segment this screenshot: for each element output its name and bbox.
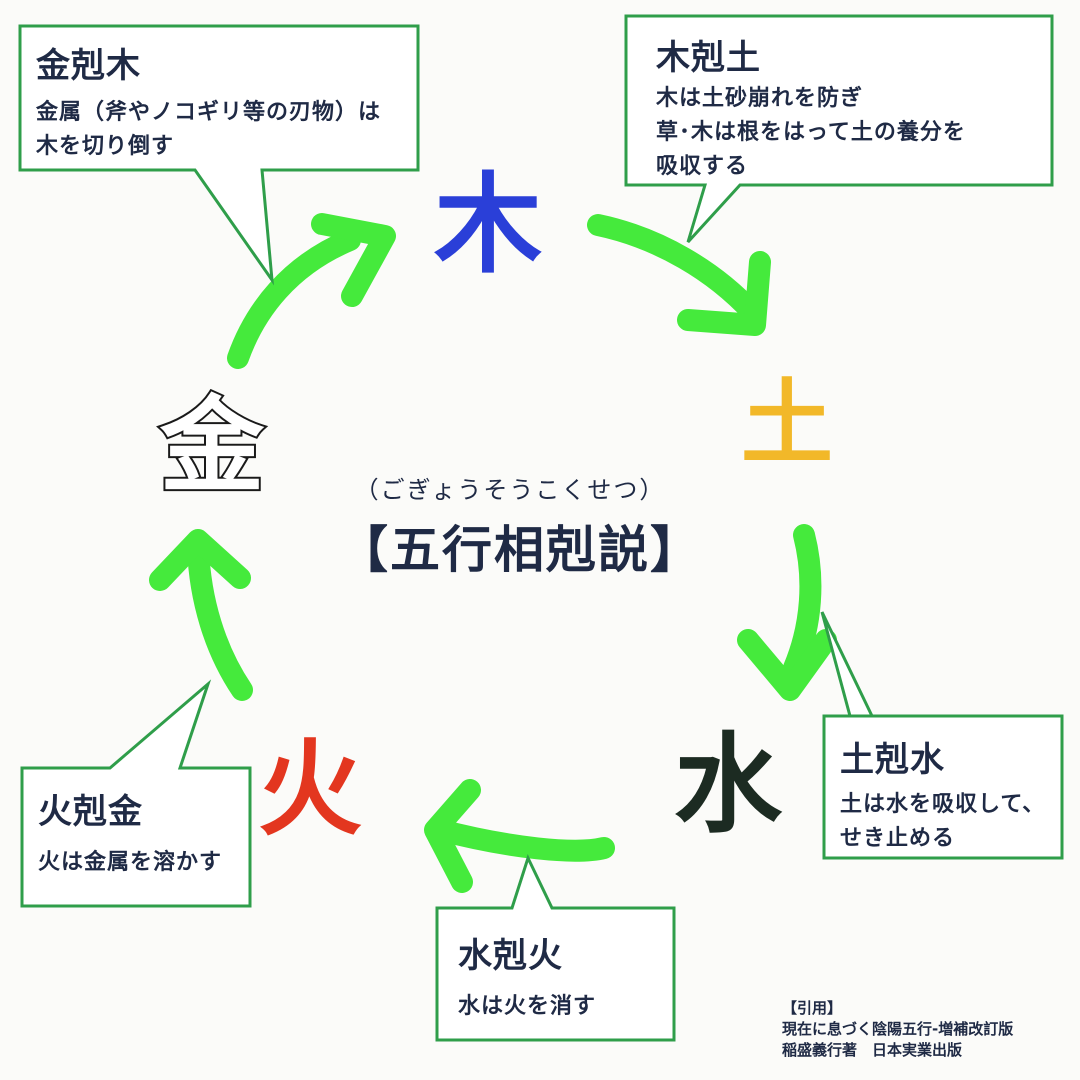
callout-title-fire-metal: 火剋金 (38, 792, 143, 832)
callout-body-water-fire: 水は火を消す (458, 990, 596, 1024)
callout-title-earth-water: 土剋水 (840, 740, 945, 780)
callout-body-fire-metal: 火は金属を溶かす (38, 846, 222, 880)
callout-box-metal-wood (18, 24, 420, 286)
callout-box-water-fire (435, 853, 676, 1042)
callout-title-metal-wood: 金剋木 (36, 46, 141, 86)
callout-body-metal-wood: 金属（斧やノコギリ等の刃物）は 木を切り倒す (36, 96, 381, 164)
element-metal: 金 (159, 385, 265, 507)
arrow-earth-to-water (737, 524, 837, 701)
callout-line: せき止める (840, 826, 956, 851)
arrow-fire-to-metal (149, 529, 253, 701)
callout-line: 金属（斧やノコギリ等の刃物）は (36, 100, 382, 125)
element-wood: 木 (434, 163, 542, 288)
callout-body-earth-water: 土は水を吸収して、 せき止める (840, 788, 1045, 856)
callout-line: 木は土砂崩れを防ぎ (656, 86, 864, 111)
callout-line: 火は金属を溶かす (38, 850, 223, 875)
arrow-water-to-fire (424, 779, 615, 893)
citation-line: 現在に息づく陰陽五行-増補改訂版 (782, 1020, 1014, 1038)
citation-line: 【引用】 (782, 999, 843, 1017)
citation: 【引用】 現在に息づく陰陽五行-増補改訂版 稲盛義行著 日本実業出版 (782, 998, 1013, 1061)
callout-line: 吸収する (656, 154, 749, 179)
callout-line: 水は火を消す (458, 994, 597, 1019)
callout-line: 土は水を吸収して、 (840, 792, 1046, 817)
arrow-metal-to-wood (227, 213, 396, 369)
arrow-wood-to-earth (587, 214, 771, 336)
callout-box-wood-earth (624, 14, 1054, 244)
callout-line: 木を切り倒す (36, 134, 175, 159)
element-fire: 火 (258, 728, 362, 850)
callout-title-wood-earth: 木剋土 (656, 38, 761, 78)
callout-box-fire-metal (20, 679, 252, 908)
page-title: 【五行相剋説】 (338, 521, 702, 579)
callout-body-wood-earth: 木は土砂崩れを防ぎ 草･木は根をはって土の養分を 吸収する (656, 82, 966, 184)
element-water: 水 (674, 723, 783, 848)
citation-line: 稲盛義行著 日本実業出版 (782, 1041, 963, 1059)
callout-box-earth-water (820, 611, 1064, 860)
callout-title-water-fire: 水剋火 (458, 936, 563, 976)
element-earth: 土 (741, 370, 833, 477)
callout-line: 草･木は根をはって土の養分を (656, 120, 966, 145)
title-reading: （ごぎょうそうこくせつ） (354, 476, 666, 504)
